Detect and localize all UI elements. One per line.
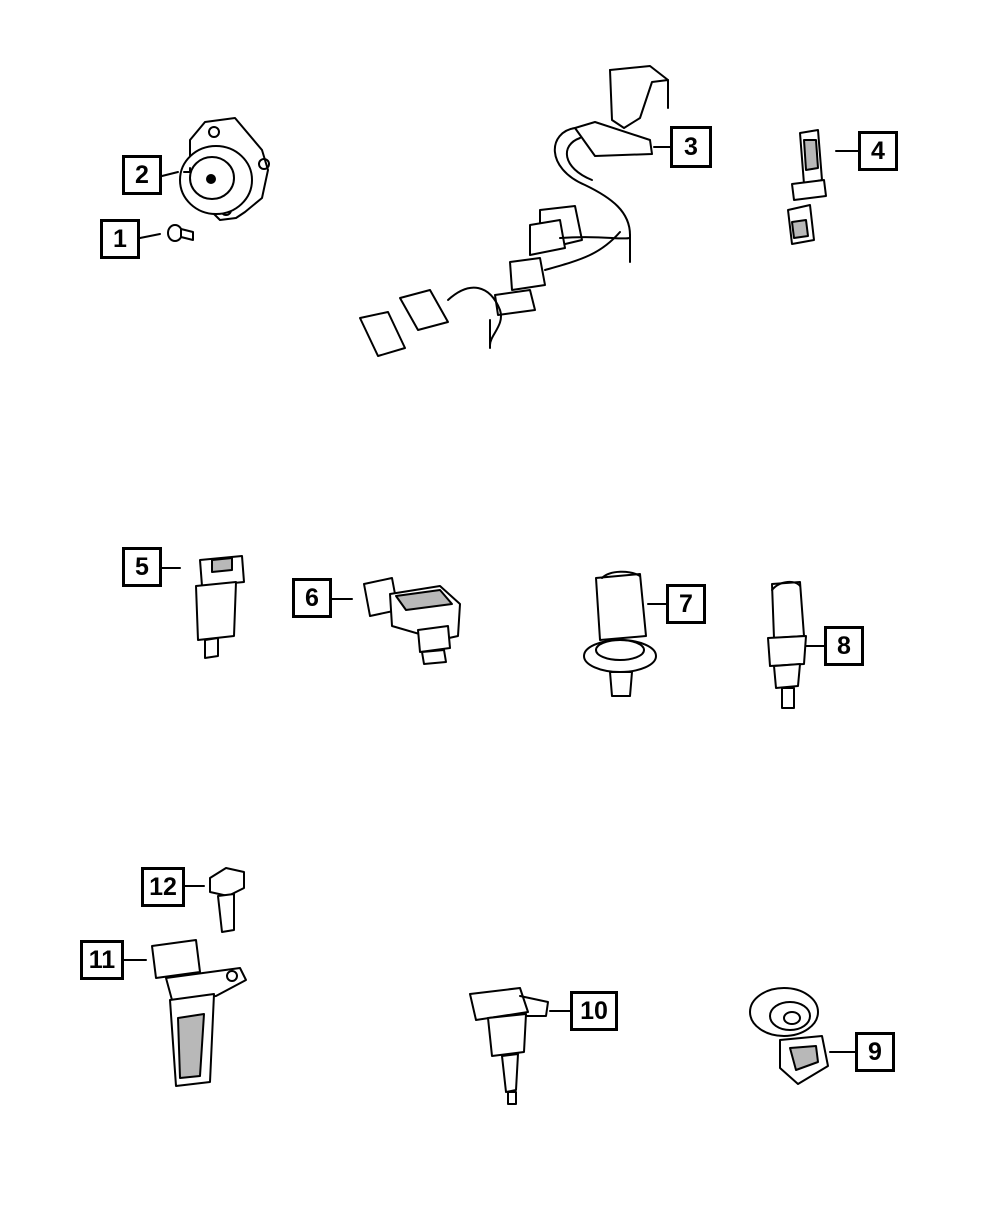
callout-10: 10 xyxy=(570,991,618,1031)
callout-12: 12 xyxy=(141,867,185,907)
part-3-wiring-harness xyxy=(359,65,669,357)
callout-2: 2 xyxy=(122,155,162,195)
leader-lines xyxy=(123,146,859,1053)
part-9-knock-sensor xyxy=(749,987,829,1085)
callout-11: 11 xyxy=(80,940,124,980)
part-4-sensor xyxy=(787,129,827,245)
part-2-sensor xyxy=(179,117,270,221)
callout-4: 4 xyxy=(858,131,898,171)
callout-7: 7 xyxy=(666,584,706,624)
part-6-map-sensor xyxy=(363,577,461,665)
callout-9: 9 xyxy=(855,1032,895,1072)
part-10-sensor xyxy=(469,987,549,1105)
part-7-pressure-switch xyxy=(583,570,657,697)
callout-8: 8 xyxy=(824,626,864,666)
part-11-crank-sensor xyxy=(151,939,247,1087)
part-5-sensor xyxy=(195,555,245,659)
callout-3: 3 xyxy=(670,126,712,168)
part-12-bolt xyxy=(209,867,245,933)
callout-5: 5 xyxy=(122,547,162,587)
part-1-bolt xyxy=(167,224,194,242)
callout-1: 1 xyxy=(100,219,140,259)
part-8-temp-sensor xyxy=(767,580,807,709)
callout-6: 6 xyxy=(292,578,332,618)
